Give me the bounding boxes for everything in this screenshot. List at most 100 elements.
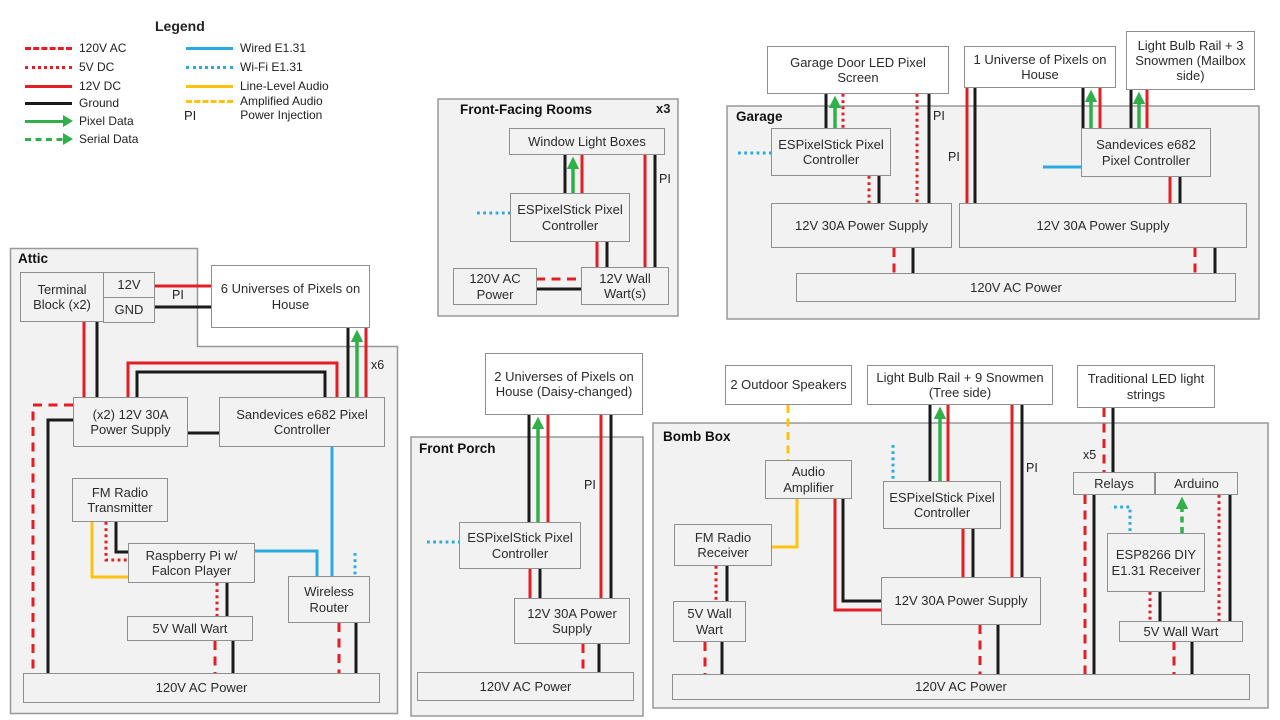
legend-item-amp-audio: Amplified Audio — [186, 92, 323, 110]
front-rooms-ac-label: 120V AC Power — [469, 271, 521, 302]
attic-sandevices-label: Sandevices e682 Pixel Controller — [236, 406, 368, 437]
garage-espixelstick-box: ESPixelStick Pixel Controller — [771, 128, 891, 176]
outdoor-speakers-label: 2 Outdoor Speakers — [730, 377, 847, 393]
six-universes-label: 6 Universes of Pixels on House — [220, 281, 361, 312]
terminal-gnd-cell: GND — [103, 297, 155, 323]
legend-title: Legend — [155, 18, 205, 34]
terminal-gnd-label: GND — [114, 302, 144, 318]
bomb-wall-wart-left-label: 5V Wall Wart — [687, 606, 732, 637]
front-rooms-pi-label: PI — [659, 172, 671, 186]
light-bulb-rail-3-label: Light Bulb Rail + 3 Snowmen (Mailbox sid… — [1135, 37, 1246, 84]
wireless-router-box: Wireless Router — [288, 576, 370, 623]
bomb-wall-wart-right-label: 5V Wall Wart — [1143, 623, 1219, 639]
window-light-boxes-label: Window Light Boxes — [528, 133, 646, 149]
bomb-power-supply-label: 12V 30A Power Supply — [894, 593, 1028, 609]
garage-door-screen-box: Garage Door LED Pixel Screen — [767, 46, 949, 94]
porch-espixelstick-box: ESPixelStick Pixel Controller — [459, 522, 581, 569]
legend-label: Line-Level Audio — [240, 79, 329, 93]
attic-ac-power-box: 120V AC Power — [23, 673, 380, 703]
swatch-ground — [25, 101, 72, 105]
attic-pi-label: PI — [172, 288, 184, 302]
arduino-box: Arduino — [1155, 472, 1238, 495]
raspberry-pi-box: Raspberry Pi w/ Falcon Player — [128, 543, 255, 583]
bomb-box-x5-label: x5 — [1083, 448, 1097, 462]
esp8266-box: ESP8266 DIY E1.31 Receiver — [1107, 533, 1205, 592]
terminal-12v-cell: 12V — [103, 272, 155, 298]
outdoor-speakers-box: 2 Outdoor Speakers — [725, 365, 852, 405]
garage-wires — [738, 88, 1217, 273]
fm-transmitter-label: FM Radio Transmitter — [87, 484, 153, 515]
legend-label: Pixel Data — [79, 114, 134, 128]
bomb-box-pi-label: PI — [1026, 461, 1038, 475]
light-bulb-rail-9-box: Light Bulb Rail + 9 Snowmen (Tree side) — [867, 365, 1053, 405]
relays-label: Relays — [1094, 475, 1134, 491]
legend-label: 120V AC — [79, 41, 127, 55]
bomb-ac-power-box: 120V AC Power — [672, 674, 1250, 700]
wireless-router-label: Wireless Router — [304, 584, 354, 615]
garage-section-title: Garage — [736, 109, 783, 124]
legend-label: Serial Data — [79, 132, 139, 146]
wall-wart-12v-label: 12V Wall Wart(s) — [599, 270, 651, 301]
swatch-120v-ac — [25, 46, 72, 50]
attic-ac-power-label: 120V AC Power — [155, 680, 248, 696]
fm-receiver-label: FM Radio Receiver — [694, 529, 752, 560]
garage-ps-left-label: 12V 30A Power Supply — [795, 217, 928, 233]
esp8266-label: ESP8266 DIY E1.31 Receiver — [1111, 547, 1201, 578]
attic-power-supply-box: (x2) 12V 30A Power Supply — [73, 397, 188, 447]
garage-ac-power-box: 120V AC Power — [796, 273, 1236, 302]
light-bulb-rail-3-box: Light Bulb Rail + 3 Snowmen (Mailbox sid… — [1126, 31, 1255, 90]
garage-ps-right-box: 12V 30A Power Supply — [959, 203, 1247, 248]
legend-item-pixel-data: Pixel Data — [25, 112, 134, 130]
swatch-line-audio — [186, 84, 233, 88]
attic-wall-wart-label: 5V Wall Wart — [152, 620, 228, 636]
legend-label: Ground — [79, 96, 120, 110]
legend-label: Power Injection — [240, 108, 323, 122]
porch-espixelstick-label: ESPixelStick Pixel Controller — [467, 530, 573, 561]
attic-section-title: Attic — [18, 251, 48, 266]
two-universes-label: 2 Universes of Pixels on House (Daisy-ch… — [494, 368, 634, 399]
attic-wall-wart-box: 5V Wall Wart — [127, 616, 253, 641]
relays-box: Relays — [1073, 472, 1155, 495]
legend-item-line-audio: Line-Level Audio — [186, 77, 329, 95]
two-universes-box: 2 Universes of Pixels on House (Daisy-ch… — [485, 353, 643, 415]
bomb-espixelstick-box: ESPixelStick Pixel Controller — [883, 481, 1001, 529]
garage-pi-label-2: PI — [948, 150, 960, 164]
swatch-wired-e131 — [186, 46, 233, 50]
swatch-5v-dc — [25, 65, 72, 69]
legend-item-ground: Ground — [25, 94, 119, 112]
raspberry-pi-label: Raspberry Pi w/ Falcon Player — [145, 547, 238, 578]
attic-section-shape — [9, 247, 399, 715]
attic-wires — [31, 284, 368, 673]
bomb-wall-wart-right-box: 5V Wall Wart — [1119, 621, 1243, 642]
swatch-amp-audio — [186, 99, 233, 103]
front-rooms-espixelstick-box: ESPixelStick Pixel Controller — [510, 193, 630, 242]
attic-x6-label: x6 — [371, 358, 385, 372]
front-porch-section-shape — [410, 436, 644, 717]
legend-label: 12V DC — [79, 79, 122, 93]
swatch-12v-dc — [25, 84, 72, 88]
terminal-12v-label: 12V — [117, 277, 141, 293]
pixel-data-arrow-icon — [25, 119, 63, 123]
legend-item-wired-e131: Wired E1.31 — [186, 39, 306, 57]
legend-item-power-injection: PI Power Injection — [184, 106, 322, 124]
bomb-ac-power-label: 120V AC Power — [915, 679, 1007, 695]
attic-sandevices-box: Sandevices e682 Pixel Controller — [219, 397, 385, 447]
legend-label: Wired E1.31 — [240, 41, 307, 55]
window-light-boxes-box: Window Light Boxes — [509, 128, 665, 155]
legend-label: Amplified Audio — [240, 94, 323, 108]
front-porch-wires — [427, 415, 613, 672]
audio-amplifier-box: Audio Amplifier — [765, 460, 852, 499]
front-porch-section-title: Front Porch — [419, 441, 496, 456]
front-rooms-wires — [477, 155, 657, 291]
swatch-wifi-e131 — [186, 65, 233, 69]
one-universe-label: 1 Universe of Pixels on House — [973, 51, 1107, 82]
legend-item-wifi-e131: Wi-Fi E1.31 — [186, 58, 303, 76]
legend-item-serial-data: Serial Data — [25, 130, 138, 148]
garage-sandevices-box: Sandevices e682 Pixel Controller — [1081, 128, 1211, 177]
pi-abbr: PI — [184, 107, 197, 123]
legend-item-5v-dc: 5V DC — [25, 58, 114, 76]
traditional-led-box: Traditional LED light strings — [1077, 365, 1215, 408]
front-rooms-section-title: Front-Facing Rooms — [460, 102, 592, 117]
garage-door-screen-label: Garage Door LED Pixel Screen — [790, 54, 926, 85]
